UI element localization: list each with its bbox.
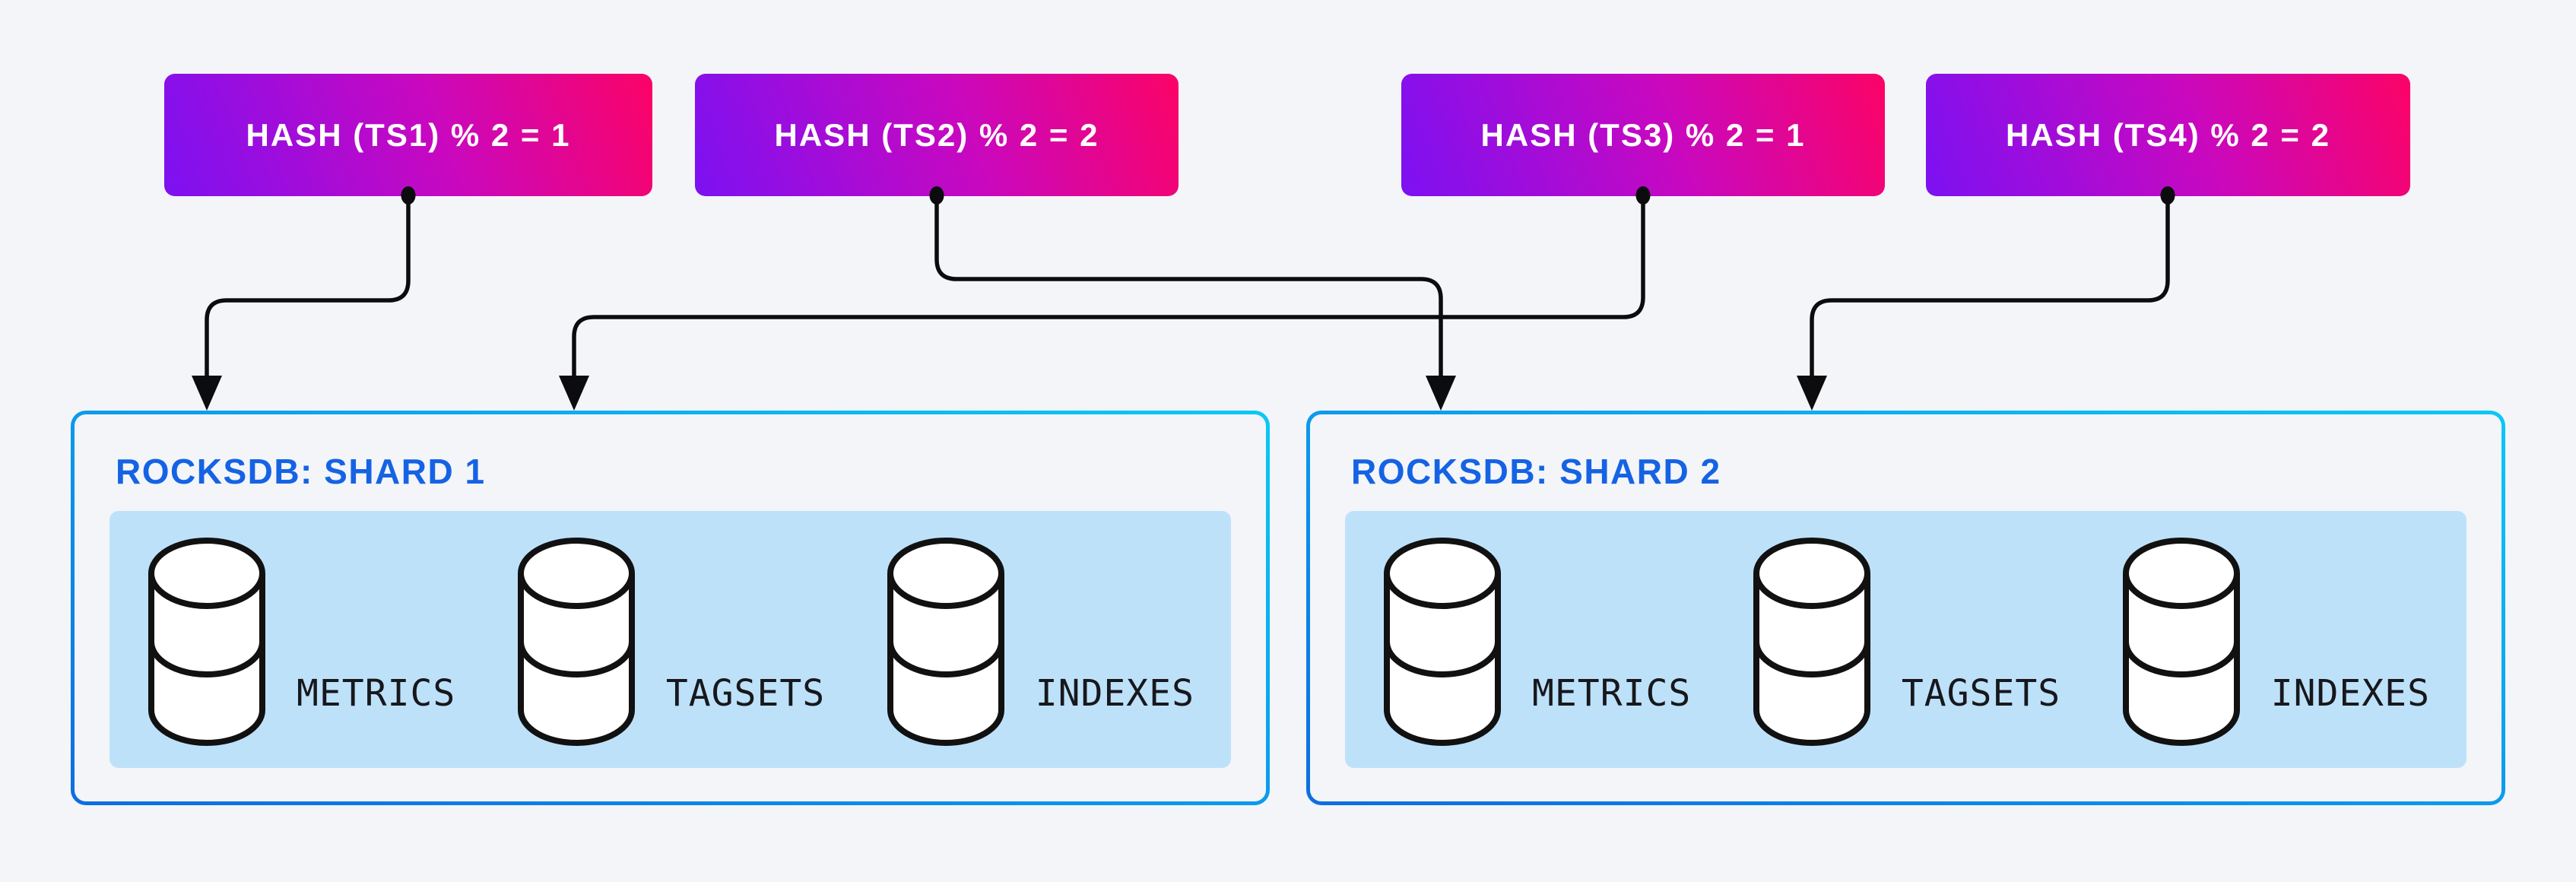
database-icon — [517, 537, 635, 746]
hash-node-label: HASH (TS3) % 2 = 1 — [1480, 116, 1806, 153]
hash-node-label: HASH (TS4) % 2 = 2 — [2006, 116, 2330, 153]
shard-2-container: ROCKSDB: SHARD 2 METRICS — [1306, 411, 2505, 805]
store-label: INDEXES — [1035, 671, 1194, 715]
arrowhead-icon — [559, 376, 589, 411]
store-label: INDEXES — [2270, 671, 2430, 715]
store-panel: METRICS TAGSETS INDE — [1345, 510, 2467, 768]
connector-ts1-to-shard1 — [192, 186, 416, 411]
arrowhead-icon — [1426, 376, 1456, 411]
shard-title: ROCKSDB: SHARD 2 — [1351, 452, 1721, 491]
database-icon — [1384, 537, 1501, 746]
connector-ts2-to-shard2 — [929, 186, 1456, 411]
store-tagsets: TAGSETS — [1751, 535, 2060, 748]
connector-ts3-to-shard1 — [559, 186, 1651, 411]
arrowhead-icon — [1797, 376, 1827, 411]
shard-title: ROCKSDB: SHARD 1 — [116, 452, 486, 491]
arrowhead-icon — [192, 376, 222, 411]
hash-node-label: HASH (TS2) % 2 = 2 — [774, 116, 1099, 153]
database-icon — [887, 537, 1004, 746]
store-metrics: METRICS — [146, 535, 455, 748]
connector-path — [1810, 196, 2170, 380]
store-label: TAGSETS — [665, 671, 826, 715]
hash-node-ts3: HASH (TS3) % 2 = 1 — [1401, 74, 1885, 196]
connector-path — [572, 196, 1645, 380]
hash-node-label: HASH (TS1) % 2 = 1 — [246, 116, 571, 153]
store-label: TAGSETS — [1901, 671, 2061, 715]
hash-node-ts2: HASH (TS2) % 2 = 2 — [695, 74, 1179, 196]
database-icon — [1753, 537, 1870, 746]
store-indexes: INDEXES — [885, 535, 1194, 748]
connector-path — [205, 196, 411, 380]
shard-1-body: ROCKSDB: SHARD 1 METRICS — [75, 414, 1266, 801]
hash-node-ts4: HASH (TS4) % 2 = 2 — [1926, 74, 2410, 196]
store-label: METRICS — [1532, 671, 1692, 715]
hash-node-ts1: HASH (TS1) % 2 = 1 — [164, 74, 652, 196]
shard-2-body: ROCKSDB: SHARD 2 METRICS — [1310, 414, 2501, 801]
store-metrics: METRICS — [1382, 535, 1691, 748]
connector-ts4-to-shard2 — [1797, 186, 2175, 411]
store-label: METRICS — [297, 671, 456, 715]
connector-path — [934, 196, 1443, 380]
store-tagsets: TAGSETS — [516, 535, 825, 748]
store-panel: METRICS TAGSETS INDE — [109, 510, 1231, 768]
database-icon — [148, 537, 265, 746]
database-icon — [2122, 537, 2240, 746]
shard-1-container: ROCKSDB: SHARD 1 METRICS — [71, 411, 1270, 805]
store-indexes: INDEXES — [2121, 535, 2430, 748]
